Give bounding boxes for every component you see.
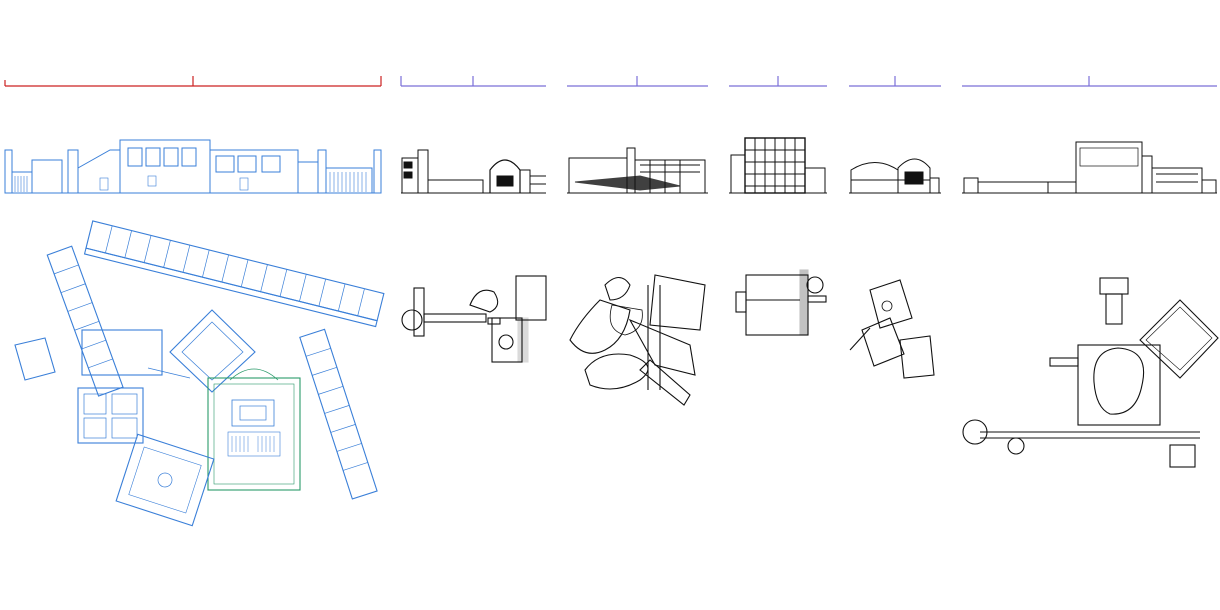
elevation-panel-3	[567, 147, 708, 194]
elevation-panel-1	[4, 139, 382, 194]
ruler-panel-1	[4, 76, 382, 87]
elevation-panel-5	[849, 158, 941, 194]
elevation-panel-4	[729, 137, 827, 194]
ruler-panel-2	[400, 76, 546, 87]
floor-plan-panel-2	[401, 275, 547, 363]
floor-plan-panel-1	[14, 220, 385, 527]
elevation-panel-6	[962, 141, 1217, 194]
floor-plan-panel-5	[849, 279, 935, 379]
ruler-panel-3	[567, 76, 708, 87]
floor-plan-panel-4	[735, 269, 827, 336]
elevation-panel-2	[401, 149, 546, 194]
floor-plan-panel-6	[962, 277, 1219, 468]
ruler-panel-4	[729, 76, 827, 87]
ruler-panel-6	[962, 76, 1217, 87]
ruler-panel-5	[849, 76, 941, 87]
floor-plan-panel-3	[569, 274, 706, 406]
scale-rulers	[4, 76, 1217, 87]
